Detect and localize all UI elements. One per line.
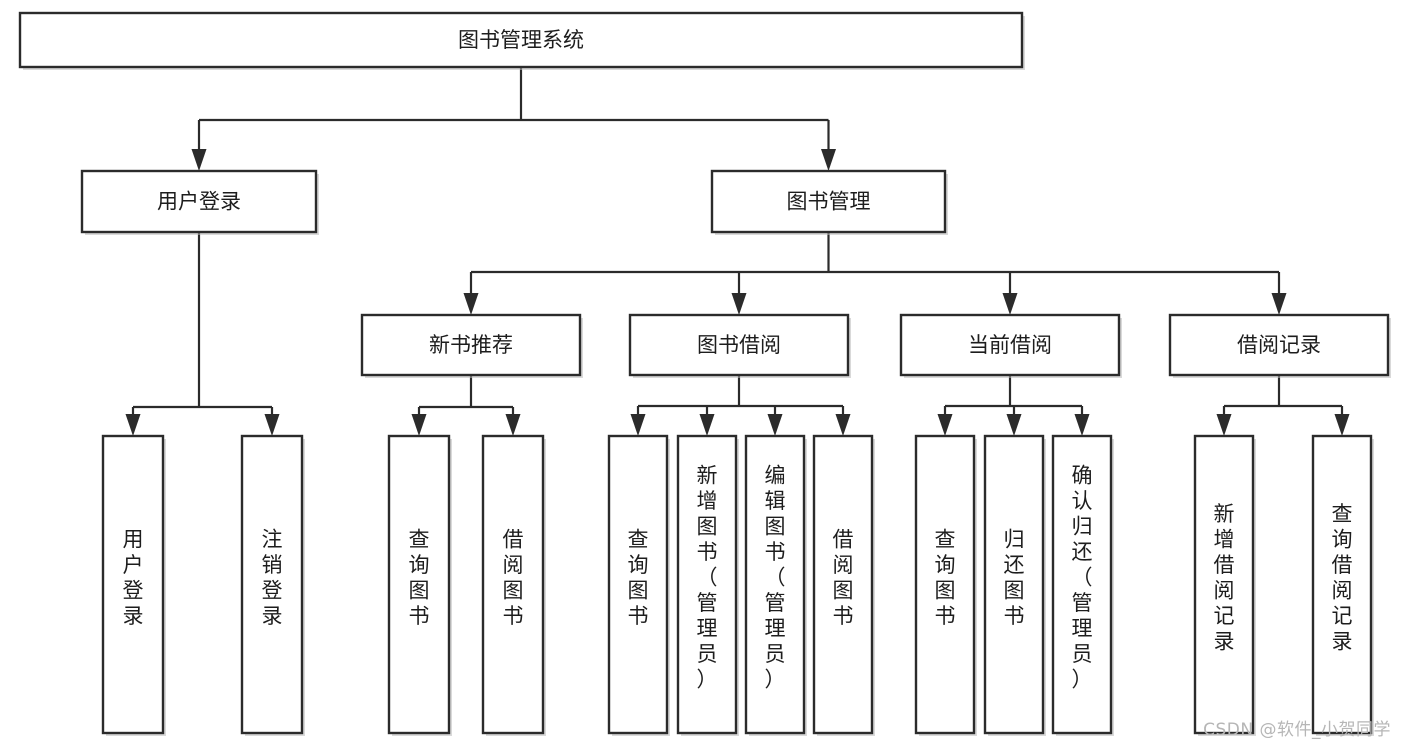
node-leaf-rec-query[interactable]: 查询图书 (387, 434, 452, 736)
node-leaf-br-query[interactable]: 查询借阅记录 (1311, 434, 1374, 736)
node-rect[interactable] (914, 434, 976, 735)
edge-group-root (191, 67, 836, 171)
edge-group-book-manage (463, 232, 1287, 315)
node-rect[interactable] (607, 434, 669, 735)
node-leaf-bb-borrow[interactable]: 借阅图书 (812, 434, 875, 736)
node-label: 注销登录 (262, 527, 283, 628)
node-rect[interactable] (387, 434, 451, 735)
edge-arrowhead (1074, 414, 1090, 436)
node-label: 当前借阅 (968, 333, 1052, 357)
node-rect[interactable] (80, 169, 318, 234)
node-label: 图书管理 (787, 190, 871, 214)
edge-arrowhead (835, 414, 851, 436)
node-user-login[interactable]: 用户登录 (80, 169, 319, 235)
edge-arrowhead (191, 149, 207, 171)
edge-arrowhead (937, 414, 953, 436)
node-rect[interactable] (1168, 313, 1390, 377)
node-leaf-bb-add[interactable]: 新增图书（管理员） (676, 434, 739, 736)
edge-group-current-borrow (937, 375, 1090, 436)
edge-arrowhead (1334, 414, 1350, 436)
node-label: 编辑图书（管理员） (765, 464, 786, 692)
node-rect[interactable] (983, 434, 1045, 735)
node-label: 查询图书 (409, 527, 430, 628)
node-leaf-bb-query[interactable]: 查询图书 (607, 434, 670, 736)
node-rect[interactable] (101, 434, 165, 735)
node-layer: 图书管理系统用户登录图书管理新书推荐图书借阅当前借阅借阅记录用户登录注销登录查询… (18, 11, 1391, 736)
node-rect[interactable] (1311, 434, 1373, 735)
node-rect[interactable] (628, 313, 850, 377)
node-label: 新增借阅记录 (1214, 502, 1235, 654)
edge-arrowhead (125, 414, 141, 436)
node-leaf-bb-edit[interactable]: 编辑图书（管理员） (744, 434, 807, 736)
edge-arrowhead (411, 414, 427, 436)
node-leaf-cb-query[interactable]: 查询图书 (914, 434, 977, 736)
node-book-borrow[interactable]: 图书借阅 (628, 313, 851, 378)
node-book-manage[interactable]: 图书管理 (710, 169, 948, 235)
node-leaf-user-login[interactable]: 用户登录 (101, 434, 166, 736)
edge-arrowhead (699, 414, 715, 436)
node-label: 借阅记录 (1237, 333, 1321, 357)
node-leaf-cb-return[interactable]: 归还图书 (983, 434, 1046, 736)
edge-group-user-login (125, 232, 280, 436)
node-label: 查询图书 (935, 527, 956, 628)
node-rect[interactable] (812, 434, 874, 735)
edge-group-new-book-rec (411, 375, 521, 436)
node-label: 用户登录 (123, 527, 144, 628)
node-label: 归还图书 (1004, 527, 1025, 628)
edge-arrowhead (463, 293, 479, 315)
node-rect[interactable] (240, 434, 304, 735)
edge-arrowhead (731, 293, 747, 315)
node-rect[interactable] (1193, 434, 1255, 735)
node-rect[interactable] (18, 11, 1024, 69)
node-label: 用户登录 (157, 190, 241, 214)
edge-arrowhead (630, 414, 646, 436)
node-rect[interactable] (360, 313, 582, 377)
node-label: 查询借阅记录 (1332, 502, 1353, 654)
node-rect[interactable] (676, 434, 738, 735)
edge-arrowhead (1271, 293, 1287, 315)
node-label: 借阅图书 (833, 527, 854, 628)
node-borrow-record[interactable]: 借阅记录 (1168, 313, 1391, 378)
edge-arrowhead (767, 414, 783, 436)
edge-arrowhead (821, 149, 836, 171)
node-current-borrow[interactable]: 当前借阅 (899, 313, 1122, 378)
node-new-book-rec[interactable]: 新书推荐 (360, 313, 583, 378)
node-root[interactable]: 图书管理系统 (18, 11, 1025, 70)
node-rect[interactable] (744, 434, 806, 735)
node-rect[interactable] (1051, 434, 1113, 735)
edge-arrowhead (1216, 414, 1232, 436)
node-label: 图书管理系统 (458, 28, 584, 52)
edge-group-borrow-record (1216, 375, 1350, 436)
edge-arrowhead (1002, 293, 1018, 315)
node-label: 图书借阅 (697, 333, 781, 357)
node-leaf-br-add[interactable]: 新增借阅记录 (1193, 434, 1256, 736)
edge-layer (125, 67, 1350, 436)
edge-arrowhead (264, 414, 280, 436)
node-leaf-cb-confirm[interactable]: 确认归还（管理员） (1051, 434, 1114, 736)
node-label: 借阅图书 (503, 527, 524, 628)
node-rect[interactable] (710, 169, 947, 234)
node-label: 查询图书 (628, 527, 649, 628)
node-leaf-rec-borrow[interactable]: 借阅图书 (481, 434, 546, 736)
node-rect[interactable] (899, 313, 1121, 377)
edge-group-book-borrow (630, 375, 851, 436)
node-rect[interactable] (481, 434, 545, 735)
node-leaf-user-logout[interactable]: 注销登录 (240, 434, 305, 736)
node-label: 新书推荐 (429, 333, 513, 357)
edge-arrowhead (505, 414, 521, 436)
edge-arrowhead (1006, 414, 1022, 436)
node-label: 新增图书（管理员） (697, 464, 718, 692)
node-label: 确认归还（管理员） (1072, 464, 1093, 692)
